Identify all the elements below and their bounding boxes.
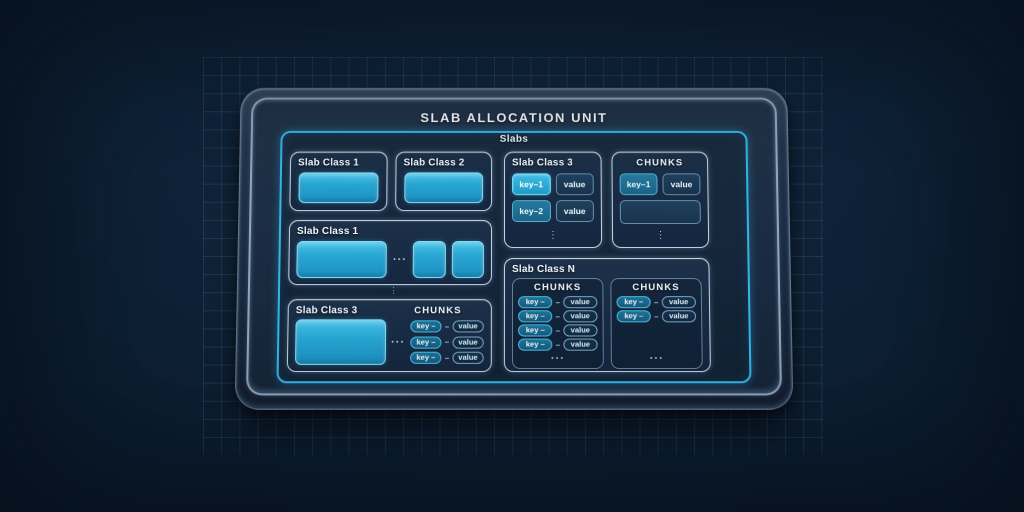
chunk-value-pill: value xyxy=(661,310,697,323)
chunk-value-pill: value xyxy=(563,338,598,351)
slab-class-3-top-box: Slab Class 3 key–1 value key–2 value ⋮ xyxy=(503,151,603,248)
slab-class-1-mid-box: Slab Class 1 ··· xyxy=(288,220,493,286)
slab-memory-block xyxy=(298,172,379,204)
horizontal-ellipsis: ··· xyxy=(392,253,408,266)
slab-class-n-body: CHUNKS key – – value key – – value ke xyxy=(511,278,703,369)
pair-dash: – xyxy=(444,337,450,347)
chunk-value-pill: value xyxy=(452,320,484,333)
slab-memory-block xyxy=(412,240,446,279)
chunks-top-label: CHUNKS xyxy=(636,157,684,169)
slab-memory-block xyxy=(294,319,387,365)
chunk-value-pill: value xyxy=(563,324,598,337)
slab-allocation-device-panel: SLAB ALLOCATION UNIT Slabs Slab Class 1 … xyxy=(234,87,794,410)
slab-class-3-bottom-label: Slab Class 3 xyxy=(295,305,358,317)
pair-dash: – xyxy=(555,325,561,335)
vertical-ellipsis: ⋮ xyxy=(547,230,559,241)
chunk-pairs-column: key – – value key – – value key – – xyxy=(410,319,484,365)
chunk-value-pill: value xyxy=(661,296,696,309)
box-header-row: Slab Class 3 CHUNKS xyxy=(296,304,484,317)
slab-class-1-top-box: Slab Class 1 xyxy=(289,151,388,212)
slab-class-3-top-label: Slab Class 3 xyxy=(512,157,574,169)
chunk-key-pill: key – xyxy=(616,296,652,309)
chunk-key-pill: key – xyxy=(518,324,553,337)
slabs-label: Slabs xyxy=(499,133,529,145)
chunk-pair: key – – value xyxy=(410,320,484,333)
horizontal-ellipsis: ··· xyxy=(550,352,565,365)
chunk-key-pill: key – xyxy=(616,310,652,323)
slab-class-1-mid-label: Slab Class 1 xyxy=(296,226,359,237)
inner-metal-frame: SLAB ALLOCATION UNIT Slabs Slab Class 1 … xyxy=(245,97,783,396)
horizontal-ellipsis: ··· xyxy=(390,336,406,349)
empty-chunk-slot xyxy=(619,200,701,225)
slabs-container: Slabs Slab Class 1 Slab Class 2 Slab Cla… xyxy=(276,130,752,384)
chunks-top-box: CHUNKS key–1 value ⋮ xyxy=(611,151,710,248)
pair-dash: – xyxy=(654,311,659,321)
panel-title: SLAB ALLOCATION UNIT xyxy=(420,110,608,126)
slab-class-2-label: Slab Class 2 xyxy=(403,157,465,169)
chunk-key-pill: key – xyxy=(410,320,442,333)
pair-dash: – xyxy=(444,321,450,331)
chunk-pair: key – – value xyxy=(518,310,598,323)
key-value-grid: key–1 value xyxy=(619,173,701,225)
pair-dash: – xyxy=(555,297,560,307)
value-cell: value xyxy=(555,200,594,223)
key-cell: key–1 xyxy=(619,173,658,196)
chunk-key-pill: key – xyxy=(410,336,442,349)
chunk-value-pill: value xyxy=(452,351,484,364)
chunk-pair: key – – value xyxy=(410,336,484,349)
key-cell: key–1 xyxy=(512,173,551,196)
pair-dash: – xyxy=(555,340,561,350)
slab-blocks-row: ··· xyxy=(296,240,484,279)
value-cell: value xyxy=(555,173,594,196)
chunks-right-label: CHUNKS xyxy=(632,282,680,294)
chunk-pair: key – – value xyxy=(518,338,598,351)
chunks-sub-box-right: CHUNKS key – – value key – – value ··· xyxy=(610,278,703,369)
chunk-pair: key – – value xyxy=(616,310,697,323)
chunks-sub-box-left: CHUNKS key – – value key – – value ke xyxy=(511,278,604,369)
slab-class-n-box: Slab Class N CHUNKS key – – value key – … xyxy=(503,257,711,373)
chunks-bottom-left-label: CHUNKS xyxy=(414,305,462,317)
horizontal-ellipsis: ··· xyxy=(649,352,664,365)
slab-class-3-bottom-box: Slab Class 3 CHUNKS ··· key – – value ke… xyxy=(286,299,492,373)
chunk-pair: key – – value xyxy=(410,351,484,364)
chunk-pair: key – – value xyxy=(518,324,598,337)
vertical-ellipsis: ⋮ xyxy=(655,230,666,241)
slab-class-n-label: Slab Class N xyxy=(511,263,576,276)
chunk-key-pill: key – xyxy=(518,310,553,323)
key-value-grid: key–1 value key–2 value xyxy=(512,173,594,223)
slab-memory-block xyxy=(296,240,388,279)
vertical-ellipsis: ⋮ xyxy=(389,286,398,296)
slab-memory-block xyxy=(451,240,484,279)
slab-memory-block xyxy=(404,172,484,204)
chunk-key-pill: key – xyxy=(410,351,442,364)
pair-dash: – xyxy=(444,353,450,363)
box-body: ··· key – – value key – – value xyxy=(294,319,484,365)
pair-dash: – xyxy=(653,297,659,307)
chunk-key-pill: key – xyxy=(518,338,553,351)
chunk-pair: key – – value xyxy=(616,296,696,309)
chunk-key-pill: key – xyxy=(518,296,553,309)
slab-class-1-top-label: Slab Class 1 xyxy=(297,157,360,169)
slab-class-2-box: Slab Class 2 xyxy=(395,151,493,212)
value-cell: value xyxy=(662,173,701,196)
key-cell: key–2 xyxy=(512,200,551,223)
chunk-value-pill: value xyxy=(563,310,598,323)
chunk-value-pill: value xyxy=(562,296,598,309)
chunk-pair: key – – value xyxy=(518,296,598,309)
chunk-value-pill: value xyxy=(452,336,484,349)
pair-dash: – xyxy=(555,311,561,321)
chunks-left-label: CHUNKS xyxy=(533,282,582,294)
